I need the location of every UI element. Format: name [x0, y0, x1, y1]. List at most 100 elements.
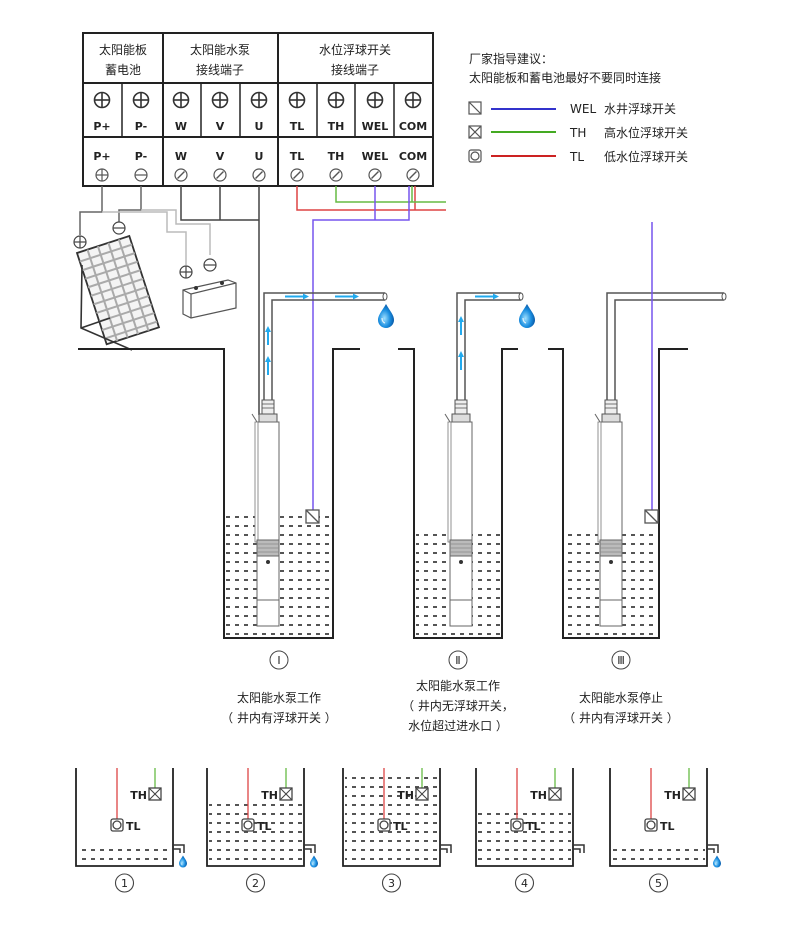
tank-number-circle: [648, 873, 669, 893]
group-pump-line1: 太阳能水泵: [190, 42, 250, 57]
terminal-label-top: P-: [135, 120, 147, 133]
well-2-caption-line3: 水位超过进水口 ）: [408, 718, 508, 733]
well-2: [398, 292, 536, 639]
legend-code-tl: TL: [569, 150, 584, 164]
legend: 厂家指导建议： 太阳能板和蓄电池最好不要同时连接 WEL 水井浮球开关 TH 高…: [468, 51, 688, 164]
th-label: TH: [530, 789, 547, 802]
slot-screw-icon: [368, 168, 382, 182]
terminal-label-bottom: U: [255, 150, 264, 163]
tank-3: TL TH 3: [342, 768, 452, 893]
outlet-pipe: [440, 844, 452, 853]
tank-4: TL TH 4: [475, 768, 585, 893]
terminal-label-bottom: P-: [135, 150, 147, 163]
flow-arrows: [265, 293, 359, 375]
terminal-label-bottom: WEL: [362, 150, 389, 163]
tl-label: TL: [257, 820, 272, 833]
terminal-screw-icon: [172, 91, 190, 109]
wiring: [79, 186, 446, 512]
flow-arrows: [458, 293, 499, 370]
group-solar-battery-line2: 蓄电池: [105, 63, 141, 77]
terminal-label-top: V: [216, 120, 225, 133]
terminal-screw-icon: [211, 91, 229, 109]
th-label: TH: [397, 789, 414, 802]
terminal-block: 太阳能板 蓄电池 太阳能水泵 接线端子 水位浮球开关 接线端子 P+P+P-P-…: [82, 32, 434, 187]
water-drop-icon: [518, 303, 536, 329]
well-captions: Ⅰ 太阳能水泵工作 （ 井内有浮球开关 ） Ⅱ 太阳能水泵工作 （ 井内无浮球开…: [221, 650, 679, 733]
terminal-label-bottom: TH: [328, 150, 345, 163]
tank-number-circle: [245, 873, 266, 893]
legend-item-tl: TL 低水位浮球开关: [468, 149, 688, 164]
well-1: [223, 292, 395, 639]
panel-plus-icon: [73, 235, 87, 249]
tl-label: TL: [526, 820, 541, 833]
well-2-caption-line2: （ 井内无浮球开关，: [402, 699, 514, 713]
well-1-caption-line1: 太阳能水泵工作: [237, 690, 321, 705]
group-pump-line2: 接线端子: [196, 62, 244, 77]
slot-screw-icon: [252, 168, 266, 182]
outlet-pipe: [707, 844, 719, 853]
well-3-caption-line2: （ 井内有浮球开关 ）: [563, 711, 679, 725]
slot-screw-icon: [174, 168, 188, 182]
terminal-label-top: COM: [399, 120, 427, 133]
terminal-label-bottom: V: [216, 150, 225, 163]
legend-item-wel: WEL 水井浮球开关: [468, 101, 676, 116]
water-drop-icon: [377, 303, 395, 329]
terminal-label-top: WEL: [362, 120, 389, 133]
terminal-screw-icon: [327, 91, 345, 109]
tank-number-circle: [381, 873, 402, 893]
terminal-screw-icon: [132, 91, 150, 109]
tank-number: 1: [121, 877, 128, 890]
tl-label: TL: [393, 820, 408, 833]
well-1-caption-line2: （ 井内有浮球开关 ）: [221, 711, 337, 725]
terminal-label-top: TH: [328, 120, 345, 133]
slot-screw-icon: [406, 168, 420, 182]
plus-terminal-icon: [95, 168, 109, 182]
well-3-numeral: Ⅲ: [617, 654, 625, 667]
well-2-caption-line1: 太阳能水泵工作: [416, 678, 500, 693]
water-fill: [209, 802, 302, 865]
well-3-caption-line1: 太阳能水泵停止: [579, 690, 663, 705]
legend-item-th: TH 高水位浮球开关: [468, 125, 688, 140]
group-float-switch-line2: 接线端子: [331, 62, 379, 77]
group-float-switch-line1: 水位浮球开关: [319, 42, 391, 57]
tank-number: 2: [252, 877, 259, 890]
tank-number-circle: [514, 873, 535, 893]
terminal-screw-icon: [93, 91, 111, 109]
legend-code-wel: WEL: [570, 102, 596, 116]
well-2-numeral: Ⅱ: [455, 654, 460, 667]
terminal-label-top: P+: [93, 120, 110, 133]
outlet-pipe: [304, 844, 316, 853]
tl-label: TL: [660, 820, 675, 833]
terminal-label-top: W: [175, 120, 187, 133]
terminal-screw-icon: [250, 91, 268, 109]
terminal-label-bottom: P+: [93, 150, 110, 163]
water-fill: [78, 846, 171, 865]
legend-desc-wel: 水井浮球开关: [604, 102, 676, 116]
tank-1: TL TH 1: [75, 768, 188, 893]
slot-screw-icon: [290, 168, 304, 182]
water-drop-icon: [712, 855, 722, 868]
water-drop-icon: [178, 855, 188, 868]
advice-text: 太阳能板和蓄电池最好不要同时连接: [469, 70, 661, 85]
water-fill: [612, 846, 705, 865]
th-label: TH: [130, 789, 147, 802]
legend-desc-tl: 低水位浮球开关: [604, 149, 688, 164]
well-3: [548, 222, 727, 639]
tank-number: 3: [388, 877, 395, 890]
tank-number: 4: [521, 877, 528, 890]
th-label: TH: [261, 789, 278, 802]
slot-screw-icon: [329, 168, 343, 182]
battery-plus-icon: [179, 265, 193, 279]
terminal-label-bottom: COM: [399, 150, 427, 163]
terminal-screw-icon: [404, 91, 422, 109]
terminal-label-bottom: W: [175, 150, 187, 163]
th-label: TH: [664, 789, 681, 802]
terminal-screw-icon: [366, 91, 384, 109]
terminal-label-top: TL: [290, 120, 305, 133]
advice-title: 厂家指导建议：: [469, 51, 553, 66]
tank-number-circle: [114, 873, 135, 893]
tl-label: TL: [126, 820, 141, 833]
slot-screw-icon: [213, 168, 227, 182]
